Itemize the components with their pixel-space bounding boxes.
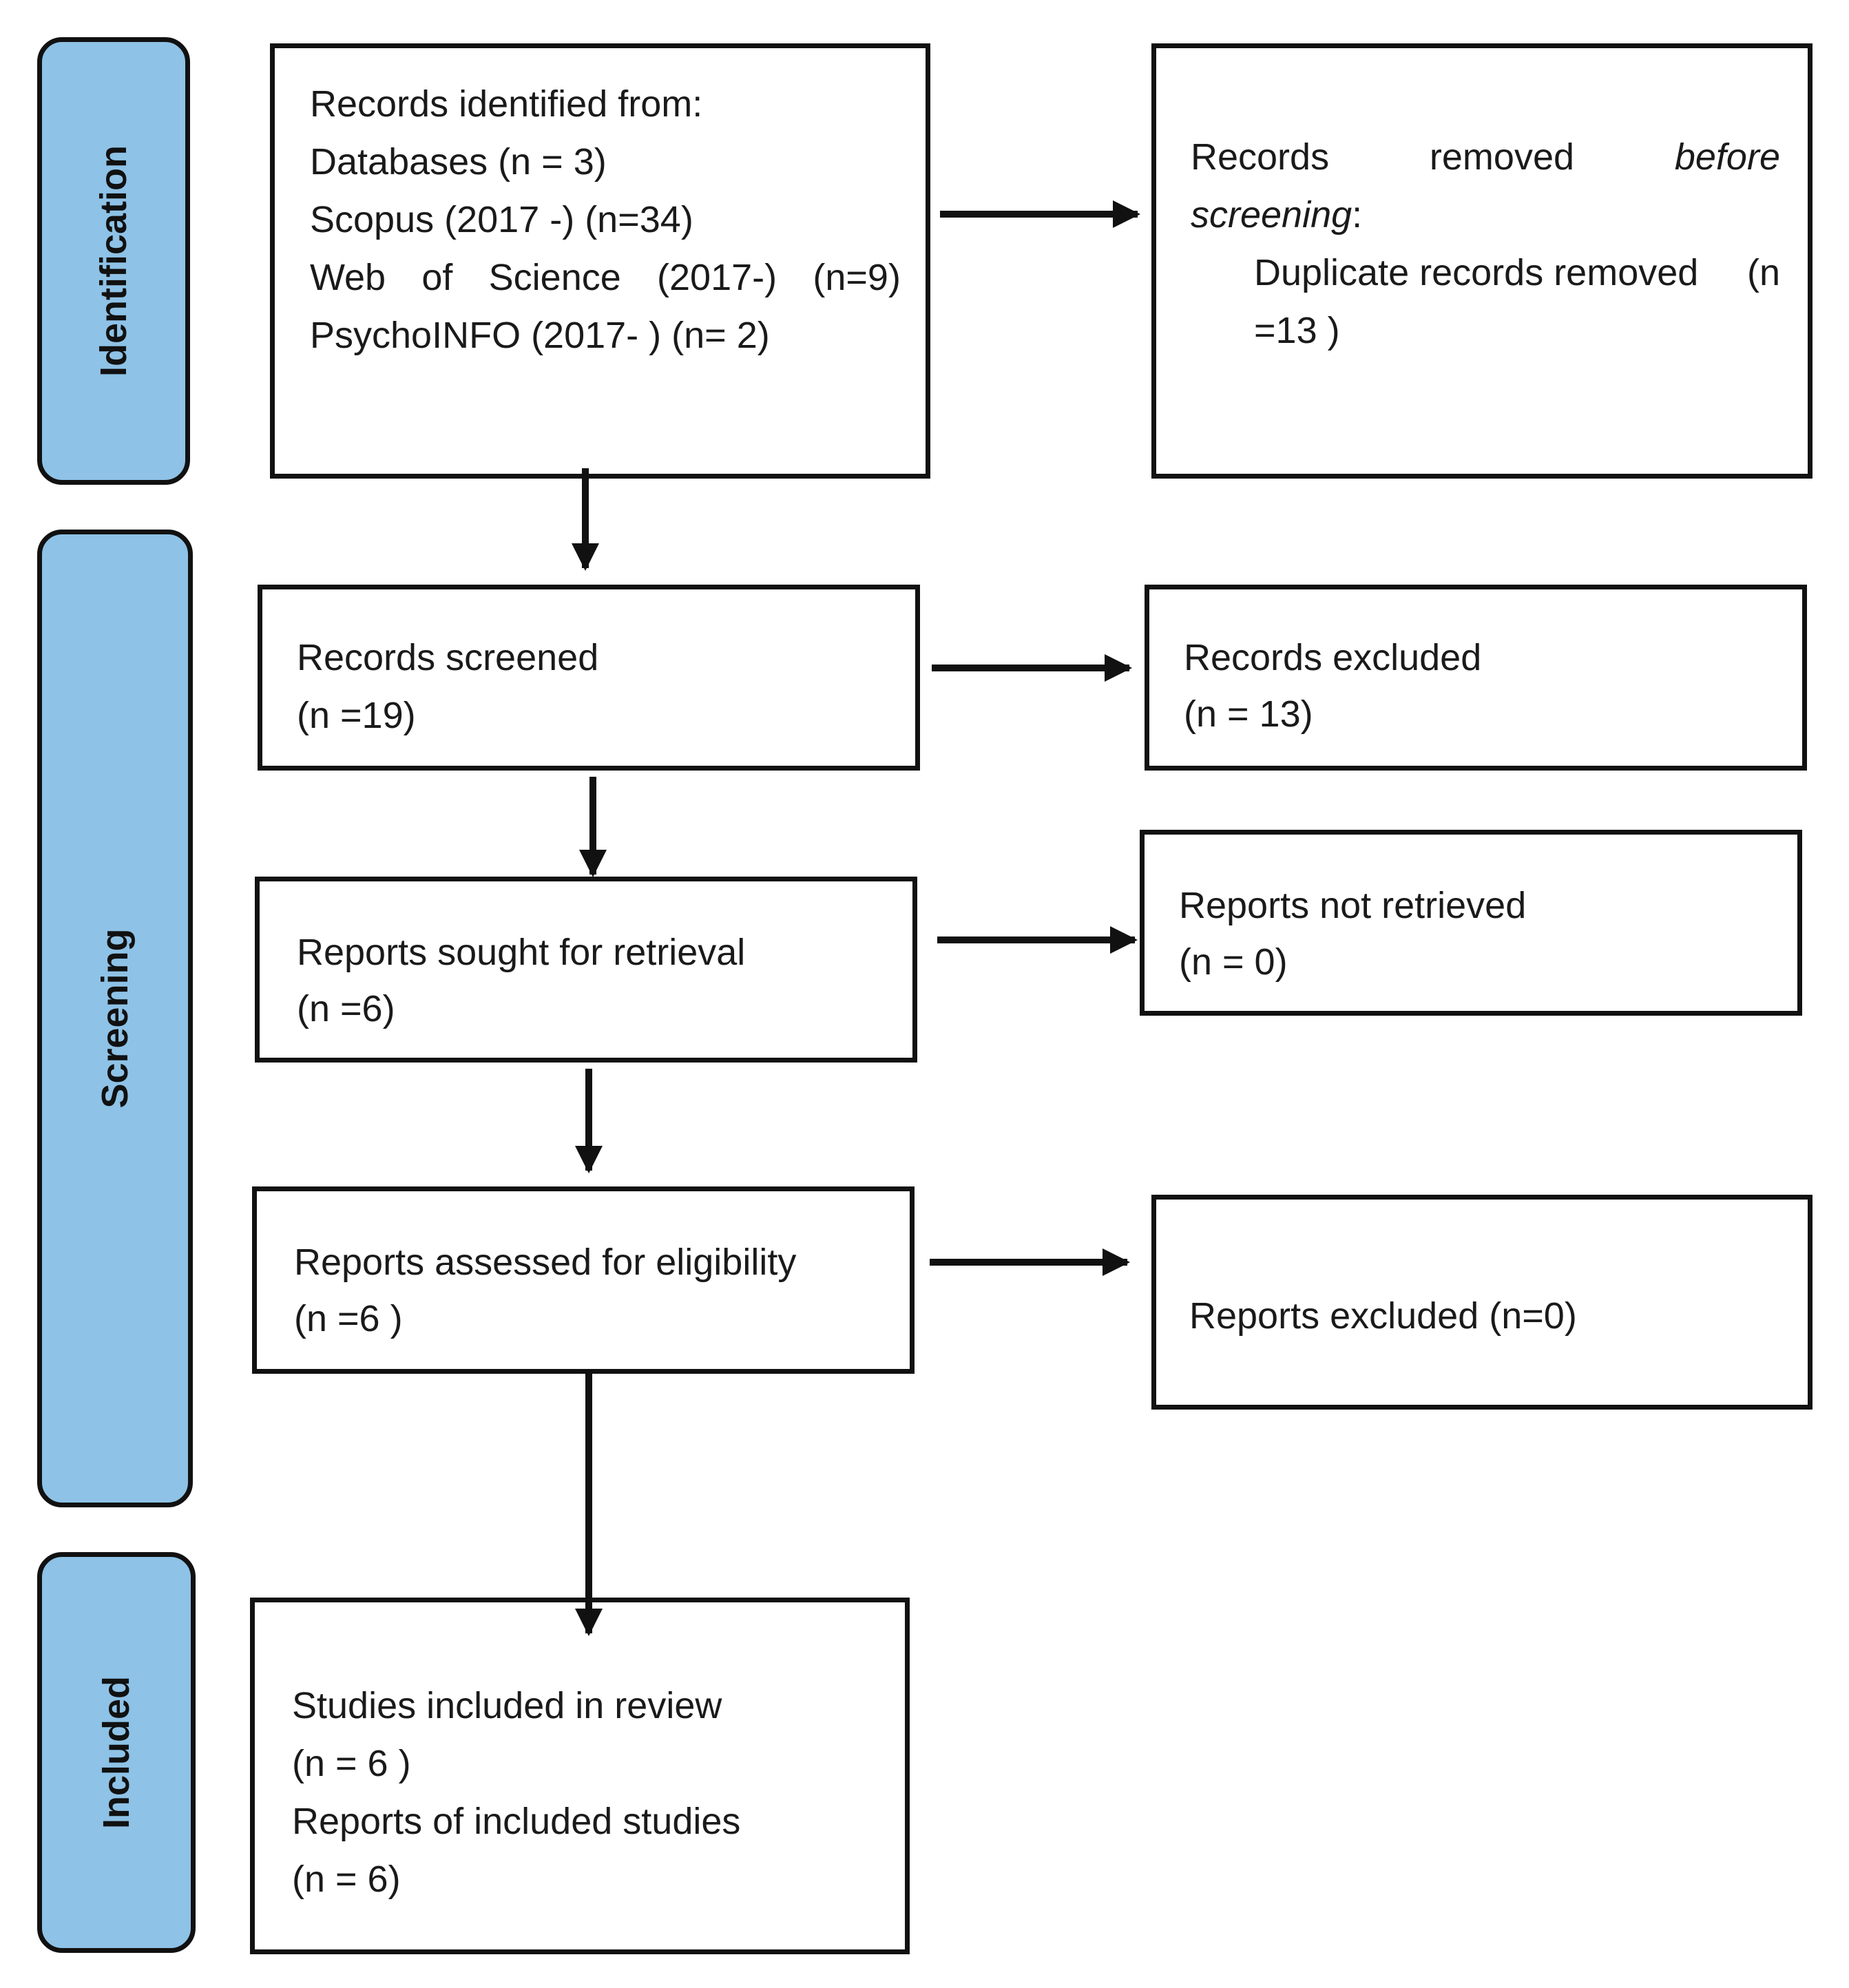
reports-included-count: (n = 6) bbox=[292, 1859, 401, 1900]
records-removed-box: Records removed before screening: Duplic… bbox=[1151, 43, 1813, 479]
duplicate-n-open: (n bbox=[1746, 252, 1780, 293]
wos-count: Web of Science (2017-) (n=9) bbox=[310, 259, 901, 296]
screening-word: screening bbox=[1191, 194, 1352, 236]
records-identified-box: Records identified from: Databases (n = … bbox=[270, 43, 930, 479]
studies-included-label: Studies included in review bbox=[292, 1685, 722, 1726]
wos-word: (n=9) bbox=[813, 257, 901, 298]
studies-included-box: Studies included in review (n = 6 ) Repo… bbox=[250, 1598, 910, 1954]
reports-sought-count: (n =6) bbox=[297, 988, 395, 1029]
reports-not-retrieved-count: (n = 0) bbox=[1179, 941, 1288, 983]
removed-word: removed bbox=[1429, 136, 1575, 178]
reports-assessed-box: Reports assessed for eligibility (n =6 ) bbox=[252, 1186, 915, 1374]
duplicate-label: Duplicate records removed bbox=[1254, 252, 1699, 293]
scopus-count: Scopus (2017 -) (n=34) bbox=[310, 199, 693, 240]
records-removed-screening: screening: bbox=[1191, 196, 1362, 233]
psycinfo-count: PsychoINFO (2017- ) (n= 2) bbox=[310, 315, 770, 356]
records-excluded-label: Records excluded bbox=[1184, 637, 1482, 678]
wos-word: of bbox=[421, 257, 453, 298]
reports-excluded-label: Reports excluded (n=0) bbox=[1189, 1295, 1577, 1337]
reports-not-retrieved-label: Reports not retrieved bbox=[1179, 885, 1527, 926]
studies-included-count: (n = 6 ) bbox=[292, 1743, 411, 1784]
reports-sought-box: Reports sought for retrieval (n =6) bbox=[255, 877, 917, 1063]
removed-word: before bbox=[1674, 136, 1780, 178]
reports-assessed-count: (n =6 ) bbox=[294, 1298, 403, 1339]
reports-sought-label: Reports sought for retrieval bbox=[297, 932, 746, 973]
wos-word: (2017-) bbox=[657, 257, 777, 298]
phase-identification: Identification bbox=[37, 37, 190, 485]
reports-not-retrieved-box: Reports not retrieved (n = 0) bbox=[1140, 830, 1802, 1016]
phase-included: Included bbox=[37, 1552, 196, 1953]
records-excluded-count: (n = 13) bbox=[1184, 693, 1313, 735]
phase-screening-label: Screening bbox=[94, 928, 136, 1109]
records-excluded-box: Records excluded (n = 13) bbox=[1145, 585, 1807, 771]
reports-assessed-label: Reports assessed for eligibility bbox=[294, 1242, 797, 1283]
wos-word: Web bbox=[310, 257, 386, 298]
records-screened-count: (n =19) bbox=[297, 695, 416, 736]
screening-colon: : bbox=[1352, 194, 1363, 236]
records-screened-label: Records screened bbox=[297, 637, 599, 678]
removed-word: Records bbox=[1191, 136, 1330, 178]
wos-word: Science bbox=[488, 257, 621, 298]
phase-screening: Screening bbox=[37, 530, 193, 1507]
records-screened-box: Records screened (n =19) bbox=[258, 585, 920, 771]
duplicate-records: Duplicate records removed (n bbox=[1254, 254, 1780, 291]
phase-included-label: Included bbox=[96, 1675, 137, 1830]
reports-excluded-box: Reports excluded (n=0) bbox=[1151, 1195, 1813, 1410]
records-removed-heading: Records removed before bbox=[1191, 138, 1780, 176]
phase-identification-label: Identification bbox=[93, 145, 134, 377]
records-identified-heading: Records identified from: bbox=[310, 83, 703, 125]
reports-included-label: Reports of included studies bbox=[292, 1801, 741, 1842]
databases-count: Databases (n = 3) bbox=[310, 141, 607, 182]
duplicate-count: =13 ) bbox=[1254, 310, 1340, 351]
